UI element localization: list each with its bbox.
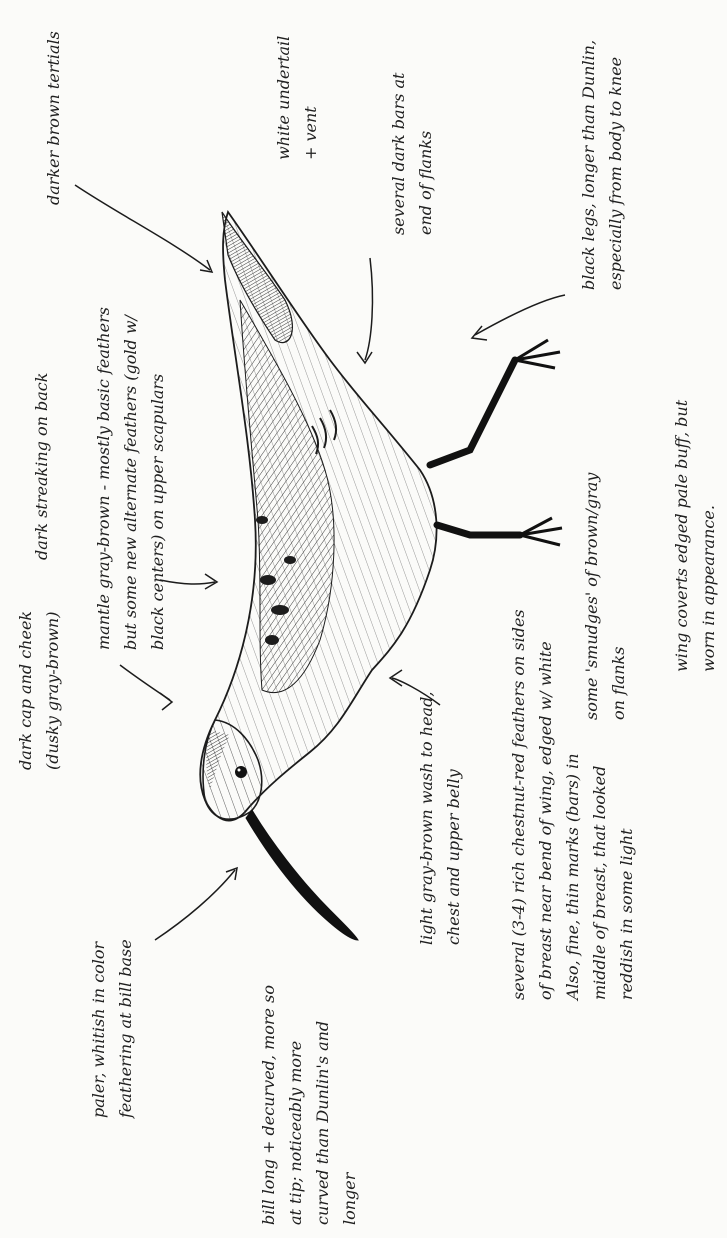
note-cap: dark cap and cheek (dusky gray-brown) <box>12 611 66 770</box>
note-chest: light gray-brown wash to head, chest and… <box>413 692 467 945</box>
note-undertail: white undertail + vent <box>270 36 324 160</box>
note-bill: bill long + decurved, more so at tip; no… <box>255 985 363 1225</box>
note-legs: black legs, longer than Dunlin, especial… <box>575 40 629 290</box>
note-wing-coverts: wing coverts edged pale buff, but worn i… <box>668 400 722 672</box>
note-bill-base: paler, whitish in color feathering at bi… <box>85 939 139 1118</box>
note-tertials: darker brown tertials <box>40 31 67 205</box>
note-mantle: mantle gray-brown - mostly basic feather… <box>90 307 171 650</box>
note-flank-bars: several dark bars at end of flanks <box>385 73 439 235</box>
note-back: dark streaking on back <box>28 373 55 560</box>
note-chestnut: several (3-4) rich chestnut-red feathers… <box>505 609 640 1000</box>
